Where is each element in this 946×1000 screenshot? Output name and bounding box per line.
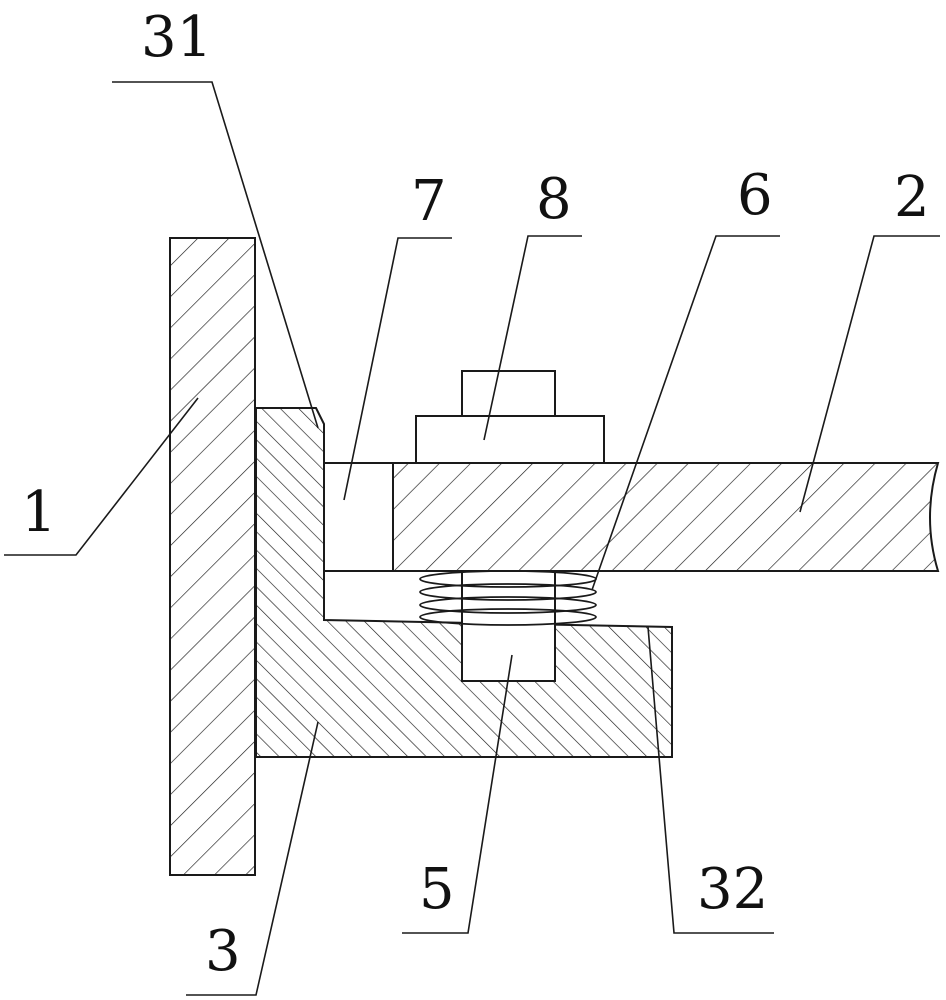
nut-base-part-8 (416, 416, 604, 463)
label-32: 32 (697, 857, 768, 922)
label-3: 3 (205, 919, 241, 984)
horizontal-bar-part-2 (393, 463, 938, 571)
label-6: 6 (737, 163, 773, 228)
label-5: 5 (419, 857, 455, 922)
label-8: 8 (536, 167, 572, 232)
label-1: 1 (21, 480, 57, 545)
nut-top-part-8 (462, 371, 555, 416)
spacer-block-part-7 (324, 463, 393, 571)
wall-plate-part-1 (170, 238, 255, 875)
label-2: 2 (894, 165, 930, 230)
label-31: 31 (141, 5, 212, 70)
label-7: 7 (411, 169, 447, 234)
